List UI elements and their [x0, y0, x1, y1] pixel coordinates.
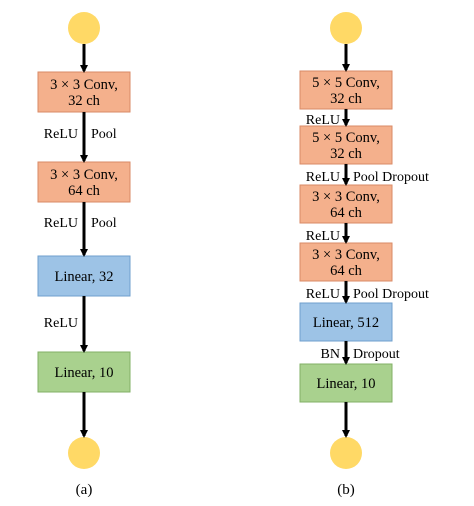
- layer-block-linear-green: [37, 351, 131, 393]
- layer-block-linear-green: [299, 363, 393, 403]
- layer-label: Linear, 32: [54, 269, 113, 285]
- edge-label-activation: ReLU: [44, 127, 78, 142]
- edge-label-activation: ReLU: [306, 113, 340, 128]
- edge-label-activation: ReLU: [306, 229, 340, 244]
- end-node: [330, 437, 362, 469]
- layer-label: 5 × 5 Conv,: [312, 130, 380, 146]
- edge-label-op: Pool Dropout: [353, 170, 429, 185]
- panel-caption: (b): [337, 482, 355, 498]
- layer-channels: 32 ch: [68, 93, 101, 109]
- edge-label-activation: ReLU: [306, 287, 340, 302]
- diagram-b: 5 × 5 Conv,32 ch5 × 5 Conv,32 ch3 × 3 Co…: [299, 12, 429, 498]
- start-node: [330, 12, 362, 44]
- layer-label: 3 × 3 Conv,: [312, 189, 380, 205]
- edge-label-activation: ReLU: [306, 170, 340, 185]
- layer-block-conv: [299, 242, 393, 282]
- layer-label: 3 × 3 Conv,: [50, 167, 118, 183]
- edge-label-activation: ReLU: [44, 316, 78, 331]
- layer-label: Linear, 512: [313, 315, 379, 331]
- edge-label-op: Pool: [91, 216, 117, 231]
- layer-channels: 32 ch: [330, 91, 363, 107]
- layer-label: 5 × 5 Conv,: [312, 75, 380, 91]
- edge-label-activation: ReLU: [44, 216, 78, 231]
- panel-caption: (a): [76, 482, 93, 498]
- diagram-a: 3 × 3 Conv,32 ch3 × 3 Conv,64 chLinear, …: [37, 12, 131, 498]
- layer-label: 3 × 3 Conv,: [312, 247, 380, 263]
- layer-block-linear-blue: [299, 302, 393, 342]
- edge-label-op: Pool: [91, 127, 117, 142]
- layer-label: 3 × 3 Conv,: [50, 77, 118, 93]
- edge-label-op: Dropout: [353, 347, 400, 362]
- layer-channels: 32 ch: [330, 146, 363, 162]
- layer-channels: 64 ch: [330, 205, 363, 221]
- end-node: [68, 437, 100, 469]
- start-node: [68, 12, 100, 44]
- layer-block-conv: [299, 184, 393, 224]
- layer-block-conv: [37, 71, 131, 113]
- edge-label-op: Pool Dropout: [353, 287, 429, 302]
- layer-label: Linear, 10: [316, 376, 375, 392]
- layer-channels: 64 ch: [68, 183, 101, 199]
- layer-block-conv: [37, 161, 131, 203]
- layer-label: Linear, 10: [54, 365, 113, 381]
- layer-channels: 64 ch: [330, 263, 363, 279]
- edge-label-activation: BN: [321, 347, 340, 362]
